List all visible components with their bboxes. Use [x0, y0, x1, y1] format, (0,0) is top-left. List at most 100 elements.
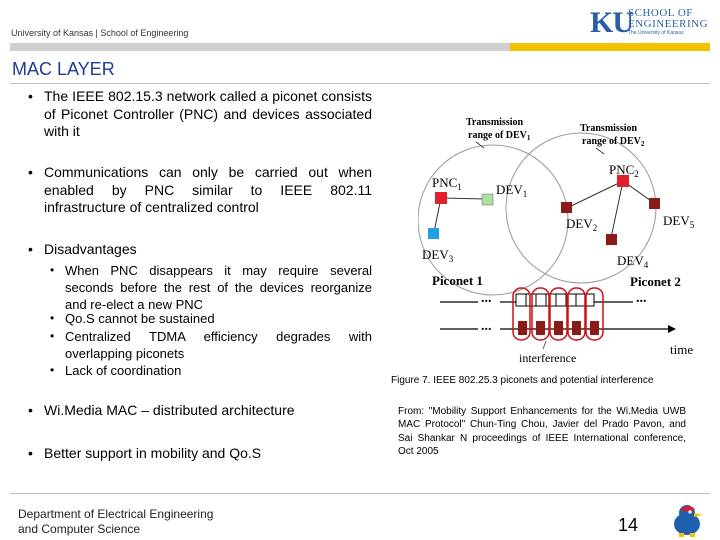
jayhawk-foot [679, 533, 684, 537]
sub-bullet-dot: • [50, 263, 55, 277]
pnc2-label-sub: 2 [634, 169, 639, 179]
piconet-diagram: Transmission range of DEV1 Transmission … [418, 117, 695, 365]
interference-oval [549, 287, 568, 341]
ku-logo-school: SCHOOL OF ENGINEERING [628, 8, 708, 30]
dev3-label-text: DEV [422, 247, 449, 262]
dev3-node [428, 228, 439, 239]
tx1-label-b-text: range of DEV [468, 130, 528, 141]
dev1-label-sub: 1 [523, 189, 528, 199]
pnc2-label-text: PNC [609, 162, 634, 177]
tx1-label-a: Transmission [466, 117, 523, 128]
pnc1-node [435, 192, 447, 204]
arrow-tx1 [475, 141, 485, 149]
sub-bullet-text: Qo.S cannot be sustained [65, 311, 215, 326]
timeline1-slots [515, 293, 595, 307]
tdma-slot [590, 321, 599, 335]
dev5-node [649, 198, 660, 209]
interference-label: interference [519, 351, 576, 365]
pnc2-node [617, 175, 629, 187]
footer-dept-line2: and Computer Science [18, 522, 141, 536]
figure-source: From: "Mobility Support Enhancements for… [398, 406, 686, 458]
bullet-item: • Wi.Media MAC – distributed architectur… [28, 402, 372, 420]
bullet-text: Communications can only be carried out w… [44, 164, 372, 215]
interference-pointer [542, 340, 547, 350]
timeline1-dots-right: ... [636, 291, 647, 306]
tx2-label-a: Transmission [580, 123, 637, 134]
ku-logo-mark: KU [590, 6, 634, 39]
link-pnc1-dev1 [440, 197, 487, 200]
time-arrow [668, 325, 676, 333]
jayhawk-eye [688, 510, 692, 514]
ku-logo: KU SCHOOL OF ENGINEERING The University … [590, 6, 715, 38]
sub-bullet-text: Centralized TDMA efficiency degrades wit… [65, 329, 372, 361]
header-text: University of Kansas | School of Enginee… [11, 28, 189, 38]
tdma-slot [572, 321, 581, 335]
timeline2-dots: ... [481, 319, 492, 334]
bullet-text: The IEEE 802.15.3 network called a picon… [44, 88, 372, 139]
pnc1-label: PNC1 [432, 175, 462, 192]
interference-oval [585, 287, 604, 341]
tx1-label-sub: 1 [527, 134, 531, 142]
pnc1-label-sub: 1 [457, 182, 462, 192]
dev5-label-sub: 5 [690, 220, 695, 230]
bullet-item: • The IEEE 802.15.3 network called a pic… [28, 88, 372, 141]
sub-bullet-text: When PNC disappears it may require sever… [65, 263, 372, 312]
sub-bullet-text: Lack of coordination [65, 363, 182, 378]
jayhawk-crest [680, 506, 695, 512]
link-pnc2-dev4 [610, 180, 624, 239]
tdma-slot [536, 321, 545, 335]
dev1-label-text: DEV [496, 182, 523, 197]
dev1-label: DEV1 [496, 182, 527, 199]
ku-logo-school-line1: SCHOOL OF [628, 7, 693, 19]
dev4-label: DEV4 [617, 253, 649, 270]
dev5-label: DEV5 [663, 213, 695, 230]
bullet-text: Wi.Media MAC – distributed architecture [44, 402, 295, 418]
title-rule [10, 83, 710, 84]
tdma-slot [554, 321, 563, 335]
dev2-label: DEV2 [566, 216, 597, 233]
dev4-label-text: DEV [617, 253, 644, 268]
dev3-label-sub: 3 [449, 254, 454, 264]
pnc2-label: PNC2 [609, 162, 639, 179]
sub-bullet-item: • When PNC disappears it may require sev… [50, 262, 372, 313]
dev1-node [481, 193, 494, 206]
footer-dept-line1: Department of Electrical Engineering [18, 507, 214, 521]
interference-oval [512, 287, 531, 341]
interference-oval [567, 287, 586, 341]
dev2-label-text: DEV [566, 216, 593, 231]
header-bar-gray [10, 43, 510, 51]
interference-oval [531, 287, 550, 341]
piconet2-label: Piconet 2 [630, 274, 681, 289]
bullet-dot: • [28, 402, 33, 418]
tdma-slot [518, 321, 527, 335]
jayhawk-body [674, 513, 700, 535]
sub-bullet-item: • Qo.S cannot be sustained [50, 310, 372, 327]
ku-logo-sub: The University of Kansas [628, 30, 684, 36]
tx1-label-b: range of DEV1 [468, 130, 531, 142]
sub-bullet-dot: • [50, 311, 55, 325]
time-label: time [670, 342, 693, 357]
dev2-node [561, 202, 572, 213]
tx2-label-sub: 2 [641, 140, 645, 148]
piconet1-label: Piconet 1 [432, 273, 483, 288]
tx2-label-b-text: range of DEV [582, 136, 642, 147]
timeline1-dots: ... [481, 291, 492, 306]
bullet-dot: • [28, 241, 33, 257]
dev5-label-text: DEV [663, 213, 690, 228]
bullet-item: • Better support in mobility and Qo.S [28, 445, 372, 463]
footer-rule [10, 493, 710, 494]
bullet-dot: • [28, 88, 33, 104]
tx2-label-b: range of DEV2 [582, 136, 645, 148]
jayhawk-foot [690, 533, 695, 537]
slide-title: MAC LAYER [12, 59, 115, 79]
dev2-label-sub: 2 [593, 223, 598, 233]
sub-bullet-item: • Centralized TDMA efficiency degrades w… [50, 328, 372, 362]
link-pnc2-dev2 [566, 180, 624, 209]
bullet-text: Better support in mobility and Qo.S [44, 445, 262, 461]
header-bar-gold [510, 43, 710, 51]
bullet-item: • Communications can only be carried out… [28, 164, 372, 217]
dev4-node [606, 234, 617, 245]
ku-logo-school-line2: ENGINEERING [628, 18, 709, 30]
page-number: 14 [618, 515, 639, 535]
jayhawk-beak [694, 513, 703, 517]
